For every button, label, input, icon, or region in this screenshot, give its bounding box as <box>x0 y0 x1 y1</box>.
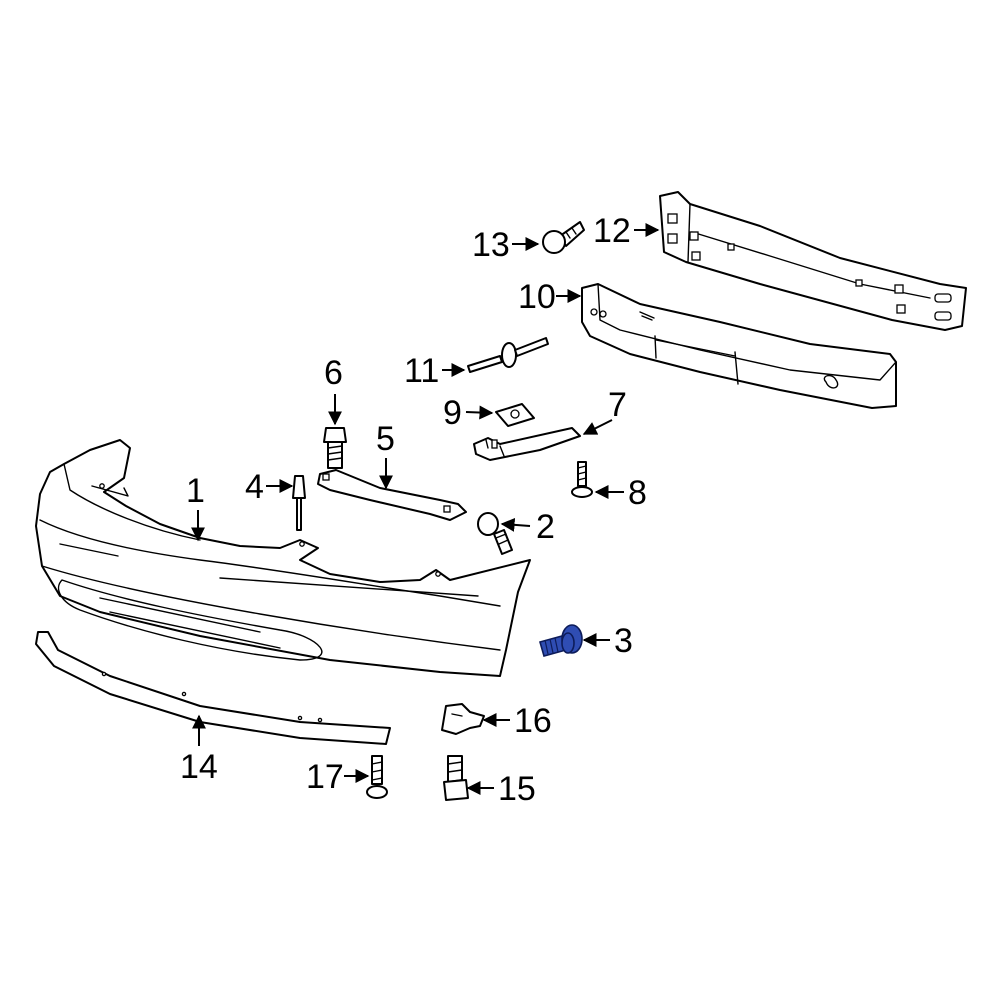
push-pin-part-4[interactable] <box>292 475 306 531</box>
lower-deflector-part-14[interactable] <box>35 631 391 745</box>
bracket-part-5[interactable] <box>317 469 467 521</box>
callout-8: 8 <box>594 474 647 512</box>
callout-9: 9 <box>443 394 494 432</box>
callout-label-4: 4 <box>245 468 264 506</box>
callout-label-12: 12 <box>593 212 631 250</box>
callout-label-9: 9 <box>443 394 462 432</box>
callout-1: 1 <box>186 472 205 542</box>
energy-absorber-part-10[interactable] <box>581 283 897 409</box>
callout-6: 6 <box>324 354 343 426</box>
callout-label-10: 10 <box>518 278 556 316</box>
bumper-cover-part-1[interactable] <box>35 439 531 677</box>
callout-2: 2 <box>500 508 555 546</box>
callout-label-5: 5 <box>376 420 395 458</box>
callout-11: 11 <box>404 352 466 390</box>
callout-10: 10 <box>518 278 582 316</box>
clip-nut-part-9[interactable] <box>495 403 535 427</box>
callout-label-16: 16 <box>514 702 552 740</box>
clip-part-16[interactable] <box>441 703 485 735</box>
screw-part-17[interactable] <box>366 755 388 799</box>
bracket-part-7[interactable] <box>473 427 581 461</box>
callout-label-7: 7 <box>608 386 627 424</box>
leader-arrow-9 <box>465 405 494 420</box>
bolt-part-6[interactable] <box>323 427 347 469</box>
screw-part-8[interactable] <box>571 461 593 498</box>
callout-label-14: 14 <box>180 748 218 786</box>
callout-label-2: 2 <box>536 508 555 546</box>
callout-12: 12 <box>593 212 660 250</box>
callout-3: 3 <box>582 622 633 660</box>
leader-arrow-7 <box>582 419 613 435</box>
callout-label-1: 1 <box>186 472 205 510</box>
callout-7: 7 <box>582 386 627 435</box>
leader-arrow-2 <box>500 517 531 532</box>
bolt-part-13[interactable] <box>542 221 585 254</box>
callout-5: 5 <box>376 420 395 490</box>
callout-label-15: 15 <box>498 770 536 808</box>
callout-label-3: 3 <box>614 622 633 660</box>
callout-label-17: 17 <box>306 758 344 796</box>
callout-17: 17 <box>306 758 370 796</box>
callout-label-11: 11 <box>404 352 439 390</box>
highlighted-bolt-part-3[interactable] <box>539 624 583 657</box>
reinforcement-bar-part-12[interactable] <box>659 191 967 331</box>
callout-13: 13 <box>472 226 540 264</box>
callout-label-8: 8 <box>628 474 647 512</box>
push-pin-part-11[interactable] <box>467 337 549 373</box>
callout-label-13: 13 <box>472 226 510 264</box>
callout-label-6: 6 <box>324 354 343 392</box>
callout-16: 16 <box>482 702 552 740</box>
callout-4: 4 <box>245 468 294 506</box>
screw-part-15[interactable] <box>443 755 469 801</box>
bolt-part-2[interactable] <box>477 512 513 555</box>
callout-15: 15 <box>466 770 536 808</box>
callout-14: 14 <box>180 714 218 786</box>
